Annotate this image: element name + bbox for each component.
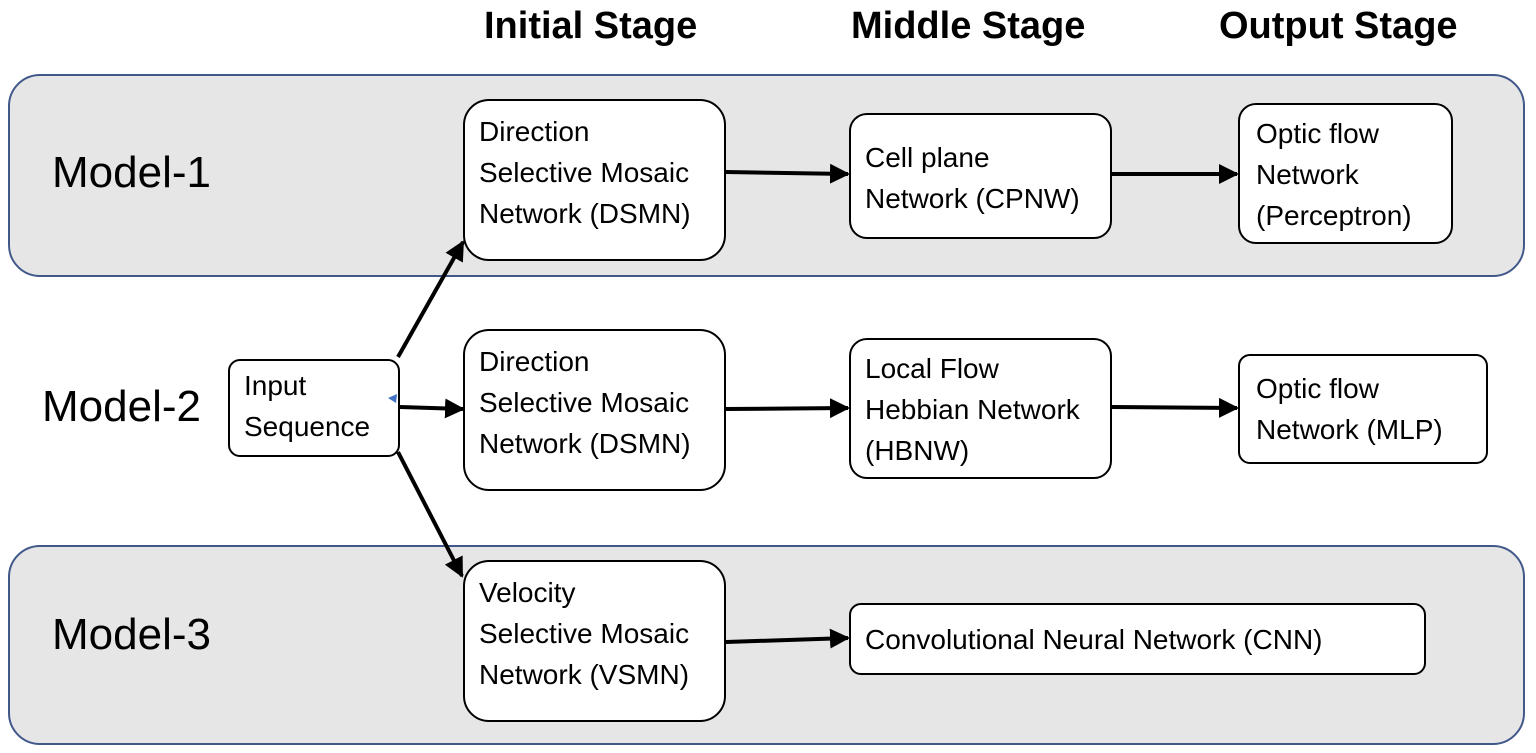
arrow-m3-initial-to-output — [725, 628, 850, 649]
arrow-m2-middle-to-output — [1111, 397, 1239, 418]
arrow-m2-initial-to-middle — [725, 398, 850, 419]
header-middle-stage: Middle Stage — [851, 5, 1086, 47]
model-3-initial-line-1: Velocity — [479, 577, 576, 608]
input-line-1: Input — [244, 370, 307, 401]
model-3-initial-line-2: Selective Mosaic — [479, 618, 690, 649]
model-2-initial-line-1: Direction — [479, 346, 590, 377]
model-2-output-line-2: Network (MLP) — [1256, 414, 1443, 445]
model-3-initial-box: Velocity Selective Mosaic Network (VSMN) — [463, 560, 726, 722]
model-1-initial-box: Direction Selective Mosaic Network (DSMN… — [463, 99, 726, 261]
model-3-label: Model-3 — [52, 610, 211, 659]
model-3-output-line-1: Convolutional Neural Network (CNN) — [865, 624, 1323, 655]
model-2-output-line-1: Optic flow — [1256, 373, 1379, 404]
model-2-middle-line-1: Local Flow — [865, 353, 999, 384]
model-1-middle-line-2: Network (CPNW) — [865, 183, 1080, 214]
arrow-input-to-model-1 — [396, 240, 465, 358]
model-2-initial-line-3: Network (DSMN) — [479, 428, 691, 459]
model-1-initial-line-1: Direction — [479, 116, 590, 147]
model-3-initial-line-3: Network (VSMN) — [479, 659, 690, 690]
model-1-initial-line-2: Selective Mosaic — [479, 157, 690, 188]
model-1-middle-box: Cell plane Network (CPNW) — [849, 113, 1112, 239]
model-2-middle-line-2: Hebbian Network — [865, 394, 1080, 425]
model-1-output-box: Optic flow Network (Perceptron) — [1238, 103, 1453, 244]
input-sequence-box: Input Sequence — [228, 359, 400, 457]
model-2-middle-box: Local Flow Hebbian Network (HBNW) — [849, 338, 1112, 479]
small-blue-marker — [388, 394, 397, 403]
model-2-output-box: Optic flow Network (MLP) — [1238, 354, 1488, 464]
arrow-input-to-model-2 — [399, 398, 465, 419]
model-2-initial-box: Direction Selective Mosaic Network (DSMN… — [463, 329, 726, 491]
model-2-middle-line-3: (HBNW) — [865, 435, 970, 466]
model-1-label: Model-1 — [52, 148, 211, 197]
model-1-output-line-2: Network — [1256, 159, 1359, 190]
arrow-input-to-model-3 — [396, 451, 464, 578]
model-3-output-box: Convolutional Neural Network (CNN) — [849, 603, 1426, 675]
header-output-stage: Output Stage — [1219, 5, 1458, 47]
model-2-initial-line-2: Selective Mosaic — [479, 387, 690, 418]
model-1-output-line-3: (Perceptron) — [1256, 200, 1412, 231]
header-initial-stage: Initial Stage — [484, 5, 698, 47]
arrow-m1-initial-to-middle — [725, 163, 850, 184]
model-1-initial-line-3: Network (DSMN) — [479, 198, 691, 229]
model-1-output-line-1: Optic flow — [1256, 118, 1379, 149]
input-line-2: Sequence — [244, 411, 371, 442]
model-2-label: Model-2 — [42, 382, 201, 431]
model-1-middle-line-1: Cell plane — [865, 142, 990, 173]
